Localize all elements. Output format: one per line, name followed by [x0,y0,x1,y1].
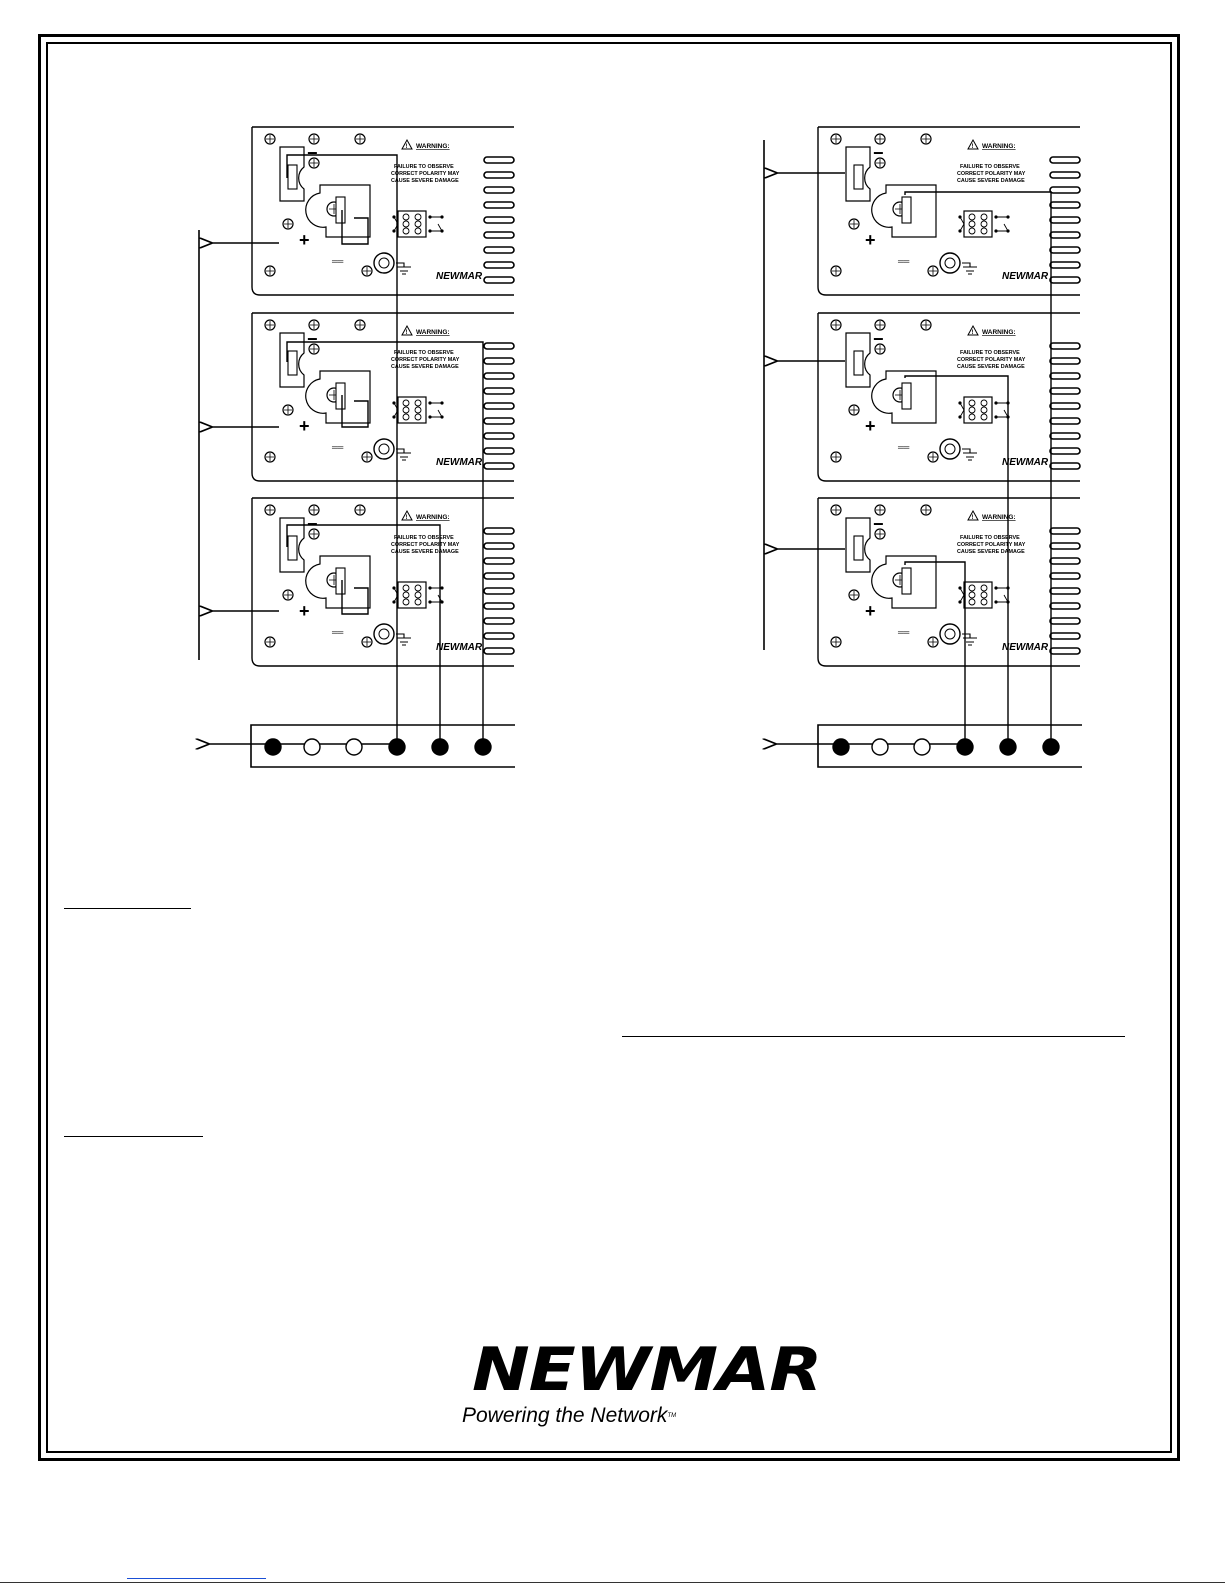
dc-symbol: ══ [331,443,344,452]
warning-title: WARNING: [416,329,450,336]
registered-mark: ® [736,1356,742,1365]
warning-text-line: CAUSE SEVERE DAMAGE [391,364,459,370]
negative-terminal-label: − [873,143,884,163]
page-border-inner [46,42,1172,1453]
heading-underline [622,1036,1125,1037]
panel-brand-label: NEWMAR [436,271,483,282]
charger-panel-outline [251,126,515,296]
footer-link-underline[interactable] [127,1578,266,1579]
warning-title: WARNING: [982,143,1016,150]
warning-title: WARNING: [416,514,450,521]
panel-brand-label: NEWMAR [1002,457,1049,468]
warning-title: WARNING: [982,329,1016,336]
warning-text-line: CAUSE SEVERE DAMAGE [391,549,459,555]
positive-terminal-label: + [299,230,310,250]
warning-text-line: FAILURE TO OBSERVE [394,350,454,356]
dc-symbol: ══ [331,257,344,266]
wires [286,154,1052,739]
positive-terminal-label: + [865,416,876,436]
warning-title: WARNING: [416,143,450,150]
warning-text-line: FAILURE TO OBSERVE [394,164,454,170]
charger-panel-outline [251,497,515,667]
newmar-logo: NEWMAR ® Powering the NetworkTM [460,1338,822,1434]
heading-underline [64,908,191,909]
warning-text-line: CAUSE SEVERE DAMAGE [957,364,1025,370]
warning-text-line: CORRECT POLARITY MAY [391,542,460,548]
panel-arrows [211,173,845,611]
charger-panel-outline [817,312,1081,482]
dc-symbol: ══ [897,443,910,452]
charger-panel-outline [817,126,1081,296]
negative-terminal-label: − [307,143,318,163]
warning-text-line: CORRECT POLARITY MAY [957,542,1026,548]
warning-text-line: CAUSE SEVERE DAMAGE [957,178,1025,184]
ground-icon [396,448,411,461]
warning-text-line: CAUSE SEVERE DAMAGE [391,178,459,184]
warning-text-line: FAILURE TO OBSERVE [960,164,1020,170]
charger-panel-outline [817,497,1081,667]
ground-icon [962,448,977,461]
positive-terminal-label: + [299,601,310,621]
positive-terminal-label: + [299,416,310,436]
negative-terminal-label: − [307,514,318,534]
footer-rule [0,1582,1225,1583]
dc-symbol: ══ [331,628,344,637]
ground-icon [396,262,411,275]
negative-terminal-label: − [873,514,884,534]
right-terminal-strip [817,724,1082,768]
panel-brand-label: NEWMAR [1002,271,1049,282]
panel-brand-label: NEWMAR [1002,642,1049,653]
warning-text-line: FAILURE TO OBSERVE [960,350,1020,356]
dc-symbol: ══ [897,257,910,266]
bus-bars [198,140,765,660]
warning-text-line: FAILURE TO OBSERVE [394,535,454,541]
positive-terminal-label: + [865,601,876,621]
tagline-text: Powering the Network [462,1404,668,1427]
warning-text-line: CORRECT POLARITY MAY [391,171,460,177]
ground-icon [962,262,977,275]
warning-text-line: CORRECT POLARITY MAY [957,171,1026,177]
terminal-strips [250,724,1082,768]
logo-wordmark: NEWMAR [472,1335,822,1405]
page-border-outer [38,34,1180,1461]
negative-terminal-label: − [307,329,318,349]
negative-terminal-label: − [873,329,884,349]
logo-tagline: Powering the NetworkTM [462,1404,676,1428]
dc-symbol: ══ [897,628,910,637]
positive-terminal-label: + [865,230,876,250]
warning-title: WARNING: [982,514,1016,521]
panel-brand-label: NEWMAR [436,642,483,653]
warning-text-line: CAUSE SEVERE DAMAGE [957,549,1025,555]
charger-panel-outline [251,312,515,482]
ground-icon [396,633,411,646]
warning-text-line: CORRECT POLARITY MAY [391,357,460,363]
left-terminal-strip [250,724,515,768]
trademark-mark: TM [667,1413,677,1419]
warning-text-line: CORRECT POLARITY MAY [957,357,1026,363]
warning-text-line: FAILURE TO OBSERVE [960,535,1020,541]
ground-icon [962,633,977,646]
panel-brand-label: NEWMAR [436,457,483,468]
heading-underline [64,1136,203,1137]
